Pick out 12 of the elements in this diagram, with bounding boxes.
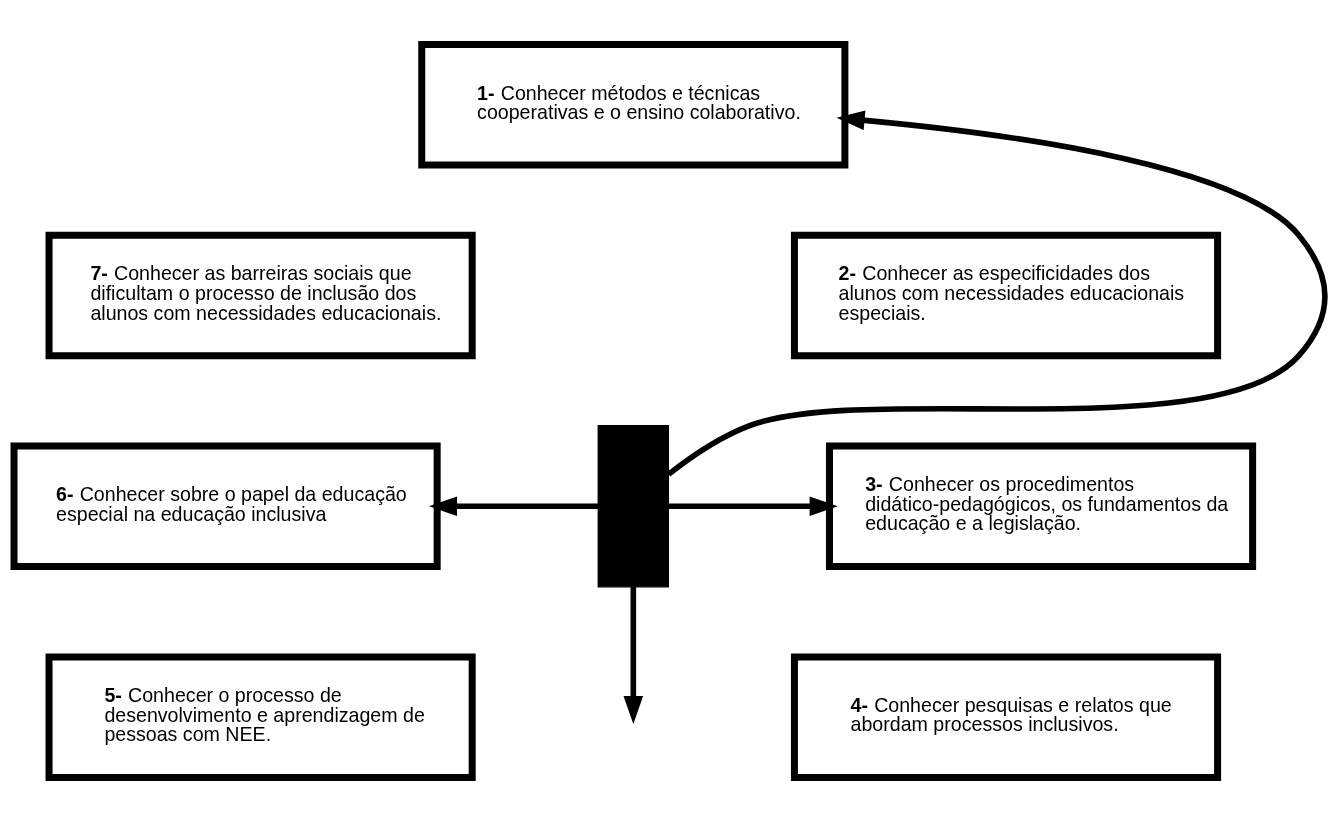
- arrow: [428, 496, 599, 517]
- node-box: 1- Conhecer métodos e técnicas cooperativas e o ensino colaborativo.: [418, 41, 849, 169]
- node-box: 5- Conhecer o processo de desenvolvimento e aprendizagem de pessoas com NEE.: [45, 653, 476, 781]
- arrow: [668, 496, 838, 517]
- arrow: [666, 110, 1328, 477]
- node-box: 4- Conhecer pesquisas e relatos que abordam processos inclusivos.: [790, 653, 1222, 781]
- node-box: 6- Conhecer sobre o papel da educação especial na educação inclusiva: [10, 442, 441, 571]
- node-box: 7- Conhecer as barreiras sociais que dificultam o processo de inclusão dos alunos com necessidades educacionais.: [45, 231, 476, 360]
- node-box: 2- Conhecer as especificidades dos alunos com necessidades educacionais especiais.: [790, 231, 1222, 360]
- arrow: [623, 586, 644, 725]
- node-box: 3- Conhecer os procedimentos didático-pedagógicos, os fundamentos da educação e a legislação.: [825, 442, 1257, 571]
- node-bar: [597, 425, 670, 588]
